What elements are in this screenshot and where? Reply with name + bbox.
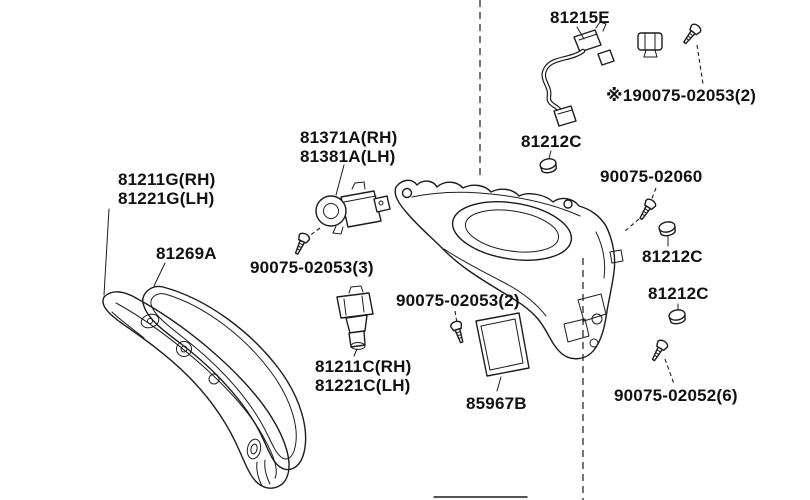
- screw-motor: [290, 230, 312, 257]
- screw-02060: [635, 196, 658, 223]
- headlamp-lens-drawing: [102, 291, 290, 489]
- leader-lines: [103, 26, 679, 392]
- grommet-cap-top: [538, 156, 559, 175]
- headlamp-housing-drawing: [394, 179, 624, 360]
- part-label-line-lh: 81221C(LH): [315, 376, 411, 395]
- part-label-81269A: 81269A: [156, 244, 217, 263]
- screw-02052: [648, 337, 670, 364]
- part-label-line-rh: 81211G(RH): [118, 170, 216, 189]
- part-label-90075-02052-6: 90075-02052(6): [614, 386, 738, 405]
- screw-top-right: [679, 21, 704, 47]
- part-label-81371A-81381A: 81371A(RH) 81381A(LH): [300, 128, 397, 166]
- part-label-line-lh: 81381A(LH): [300, 147, 396, 166]
- part-label-90075-02060: 90075-02060: [600, 167, 703, 186]
- grommet-cap-low: [667, 307, 688, 326]
- leveling-motor-drawing: [315, 181, 391, 235]
- part-label-81211G-81221G: 81211G(RH) 81221G(LH): [118, 170, 215, 208]
- ecu-drawing: [475, 312, 530, 377]
- part-label-90075-02053-2-note: ※190075-02053(2): [606, 86, 757, 105]
- part-label-81212C-low: 81212C: [648, 284, 709, 303]
- part-label-81212C-mid: 81212C: [642, 247, 703, 266]
- bulb-socket-drawing: [336, 285, 374, 350]
- screw-ecu: [449, 319, 468, 345]
- part-label-81212C-top: 81212C: [521, 132, 582, 151]
- part-label-line-lh: 81221G(LH): [118, 189, 215, 208]
- dashed-leader-lines: [307, 44, 704, 385]
- part-label-90075-02053-2: 90075-02053(2): [396, 291, 520, 310]
- part-label-line-rh: 81371A(RH): [300, 128, 398, 147]
- gasket-drawing: [142, 285, 307, 471]
- part-label-81215E: 81215E: [550, 8, 610, 27]
- part-label-line-rh: 81211C(RH): [315, 357, 412, 376]
- wire-harness-drawing: [541, 21, 615, 127]
- retainer-clip-drawing: [637, 32, 663, 58]
- section-divider-dashed-lines: [479, 0, 584, 500]
- part-label-81211C-81221C: 81211C(RH) 81221C(LH): [315, 357, 412, 395]
- part-label-85967B: 85967B: [466, 394, 527, 413]
- grommet-cap-mid: [657, 219, 678, 238]
- part-label-90075-02053-3: 90075-02053(3): [250, 258, 374, 277]
